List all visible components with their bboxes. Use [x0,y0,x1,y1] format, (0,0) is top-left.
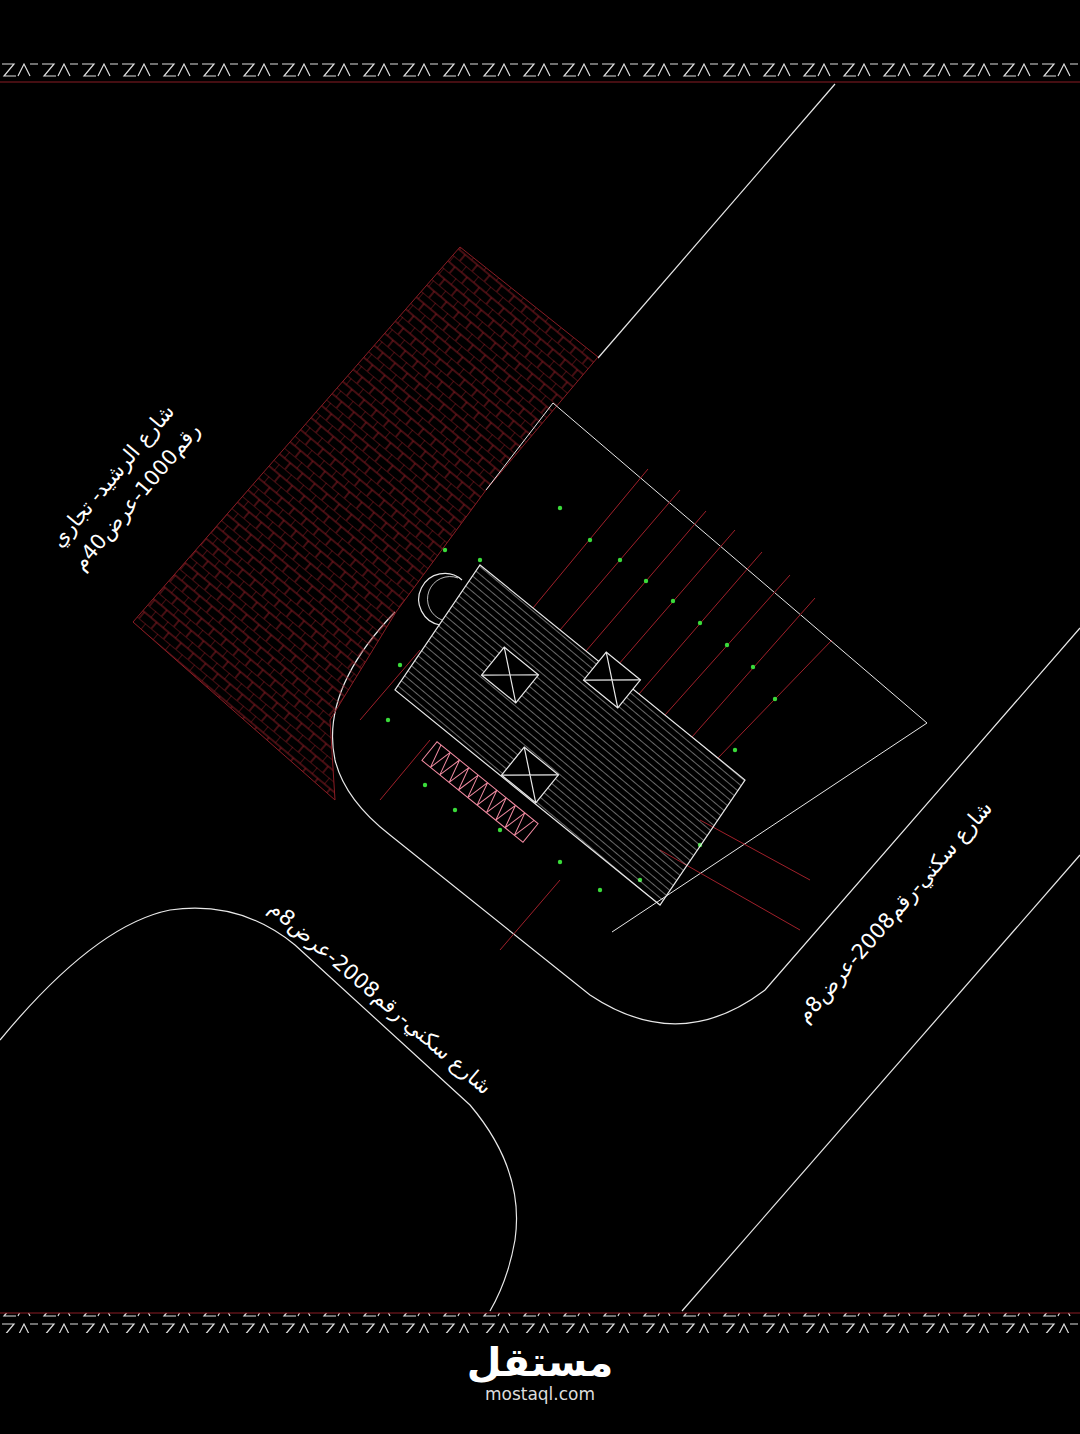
street-edge [0,84,1080,1311]
border-band [0,1313,1080,1333]
watermark: مستقل [467,1340,613,1384]
round-bay [419,573,462,625]
parking-line [360,469,832,950]
watermark: mostaql.com [485,1385,595,1404]
border-band [0,62,1080,82]
opening-symbol [482,647,641,803]
building-footprint [395,565,745,905]
stair [422,742,538,842]
